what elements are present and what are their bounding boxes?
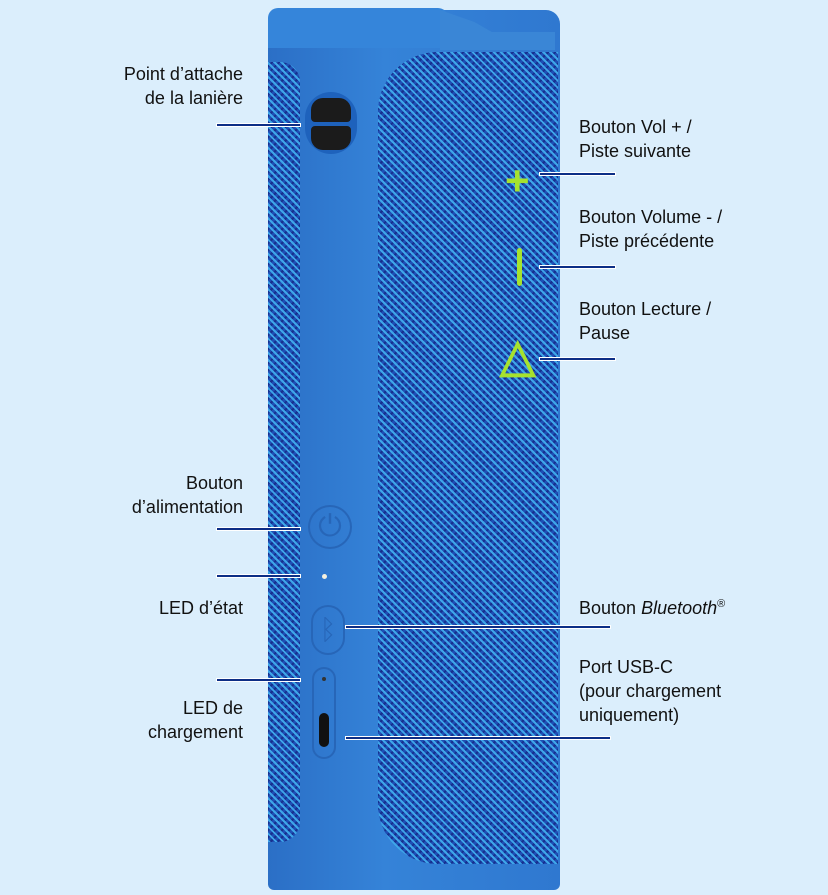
charge-led-leader-line	[217, 679, 300, 681]
power-icon: ⏻	[318, 510, 342, 543]
status-led-leader-line	[217, 575, 300, 577]
play-label: Bouton Lecture /Pause	[579, 299, 712, 343]
speaker-side-grille	[268, 62, 300, 842]
volume-down-icon[interactable]	[517, 248, 522, 286]
status-led-label: LED d’état	[158, 598, 243, 618]
play-leader-line	[540, 358, 615, 360]
speaker-top-cap	[268, 8, 448, 48]
usb-port-housing	[312, 667, 336, 759]
volume-up-icon[interactable]: +	[505, 157, 530, 204]
vol-up-label: Bouton Vol + /Piste suivante	[579, 117, 692, 161]
speaker-grille	[378, 52, 558, 864]
power-button[interactable]: ⏻	[308, 505, 352, 549]
status-led	[322, 574, 327, 579]
usb-leader-line	[346, 737, 610, 739]
bluetooth-button[interactable]: ᛒ	[311, 605, 345, 655]
vol-up-leader-line	[540, 173, 615, 175]
bluetooth-leader-line	[346, 626, 610, 628]
vol-down-label: Bouton Volume - /Piste précédente	[579, 207, 723, 251]
play-pause-icon[interactable]: △	[500, 329, 536, 381]
usb-c-port[interactable]	[319, 713, 329, 747]
strap-attachment-point	[305, 92, 357, 154]
power-leader-line	[217, 528, 300, 530]
bluetooth-label: Bouton Bluetooth®	[579, 598, 726, 618]
strap-leader-line	[217, 124, 300, 126]
bluetooth-icon: ᛒ	[319, 614, 337, 645]
vol-down-leader-line	[540, 266, 615, 268]
charging-led	[322, 677, 326, 681]
